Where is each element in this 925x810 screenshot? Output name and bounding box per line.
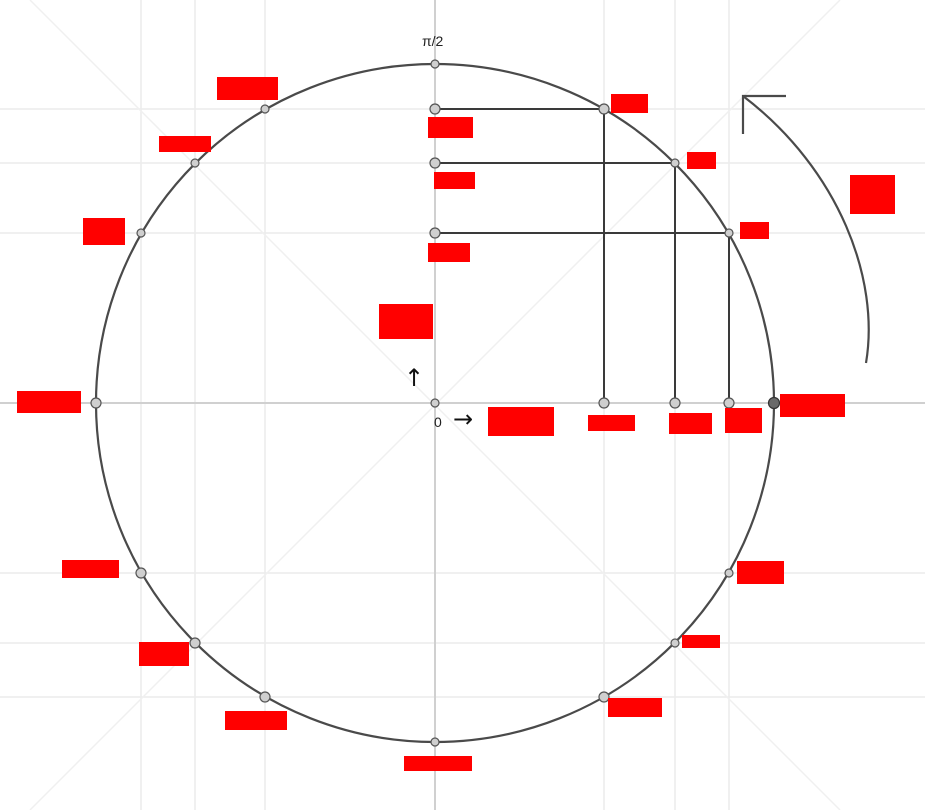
redaction-box bbox=[488, 407, 554, 436]
redaction-box bbox=[740, 222, 769, 239]
redaction-box bbox=[780, 394, 845, 417]
redaction-box bbox=[850, 175, 895, 214]
circle-point bbox=[670, 638, 680, 648]
redaction-box bbox=[725, 408, 762, 433]
right-arrow-icon: → bbox=[453, 405, 473, 433]
circle-point bbox=[135, 567, 147, 579]
axis-point bbox=[669, 397, 681, 409]
redaction-box bbox=[217, 77, 278, 100]
rotation-arrow bbox=[741, 94, 870, 364]
circle-points bbox=[90, 59, 735, 747]
rotation-arrowhead-icon bbox=[741, 94, 786, 134]
redaction-box bbox=[225, 711, 287, 730]
circle-point bbox=[430, 737, 440, 747]
redaction-box bbox=[682, 635, 720, 648]
circle-point bbox=[724, 568, 734, 578]
redaction-box bbox=[83, 218, 125, 245]
label-pi-over-2: π/2 bbox=[422, 33, 444, 49]
rotation-arc bbox=[742, 95, 870, 364]
axis-point bbox=[429, 227, 441, 239]
axis-point bbox=[429, 157, 441, 169]
circle-point bbox=[90, 397, 102, 409]
circle-point bbox=[430, 398, 440, 408]
circle-point bbox=[724, 228, 734, 238]
circle-point bbox=[430, 59, 440, 69]
redaction-box bbox=[62, 560, 119, 578]
axis-point bbox=[429, 103, 441, 115]
projection-lines bbox=[435, 108, 730, 403]
moving-point[interactable] bbox=[767, 396, 781, 410]
redaction-box bbox=[687, 152, 716, 169]
redaction-box bbox=[17, 391, 81, 413]
redaction-box bbox=[428, 117, 473, 138]
circle-point bbox=[670, 158, 680, 168]
redaction-box bbox=[611, 94, 648, 113]
redaction-box bbox=[428, 243, 470, 262]
circle-point bbox=[136, 228, 146, 238]
redaction-box bbox=[737, 561, 784, 584]
circle-point bbox=[189, 637, 201, 649]
circle-point bbox=[260, 104, 270, 114]
axis-point bbox=[598, 397, 610, 409]
circle-point bbox=[598, 103, 610, 115]
circle-point bbox=[598, 691, 610, 703]
redaction-box bbox=[608, 698, 662, 717]
label-origin: 0 bbox=[434, 414, 442, 430]
circle-point bbox=[190, 158, 200, 168]
axis-point bbox=[723, 397, 735, 409]
redaction-box bbox=[434, 172, 475, 189]
redaction-box bbox=[669, 413, 712, 434]
redaction-box bbox=[404, 756, 472, 771]
redaction-boxes bbox=[17, 77, 895, 771]
redaction-box bbox=[588, 415, 635, 431]
up-arrow-icon: ↑ bbox=[404, 364, 424, 392]
circle-point bbox=[259, 691, 271, 703]
redaction-box bbox=[139, 642, 189, 666]
redaction-box bbox=[379, 304, 433, 339]
redaction-box bbox=[159, 136, 211, 152]
